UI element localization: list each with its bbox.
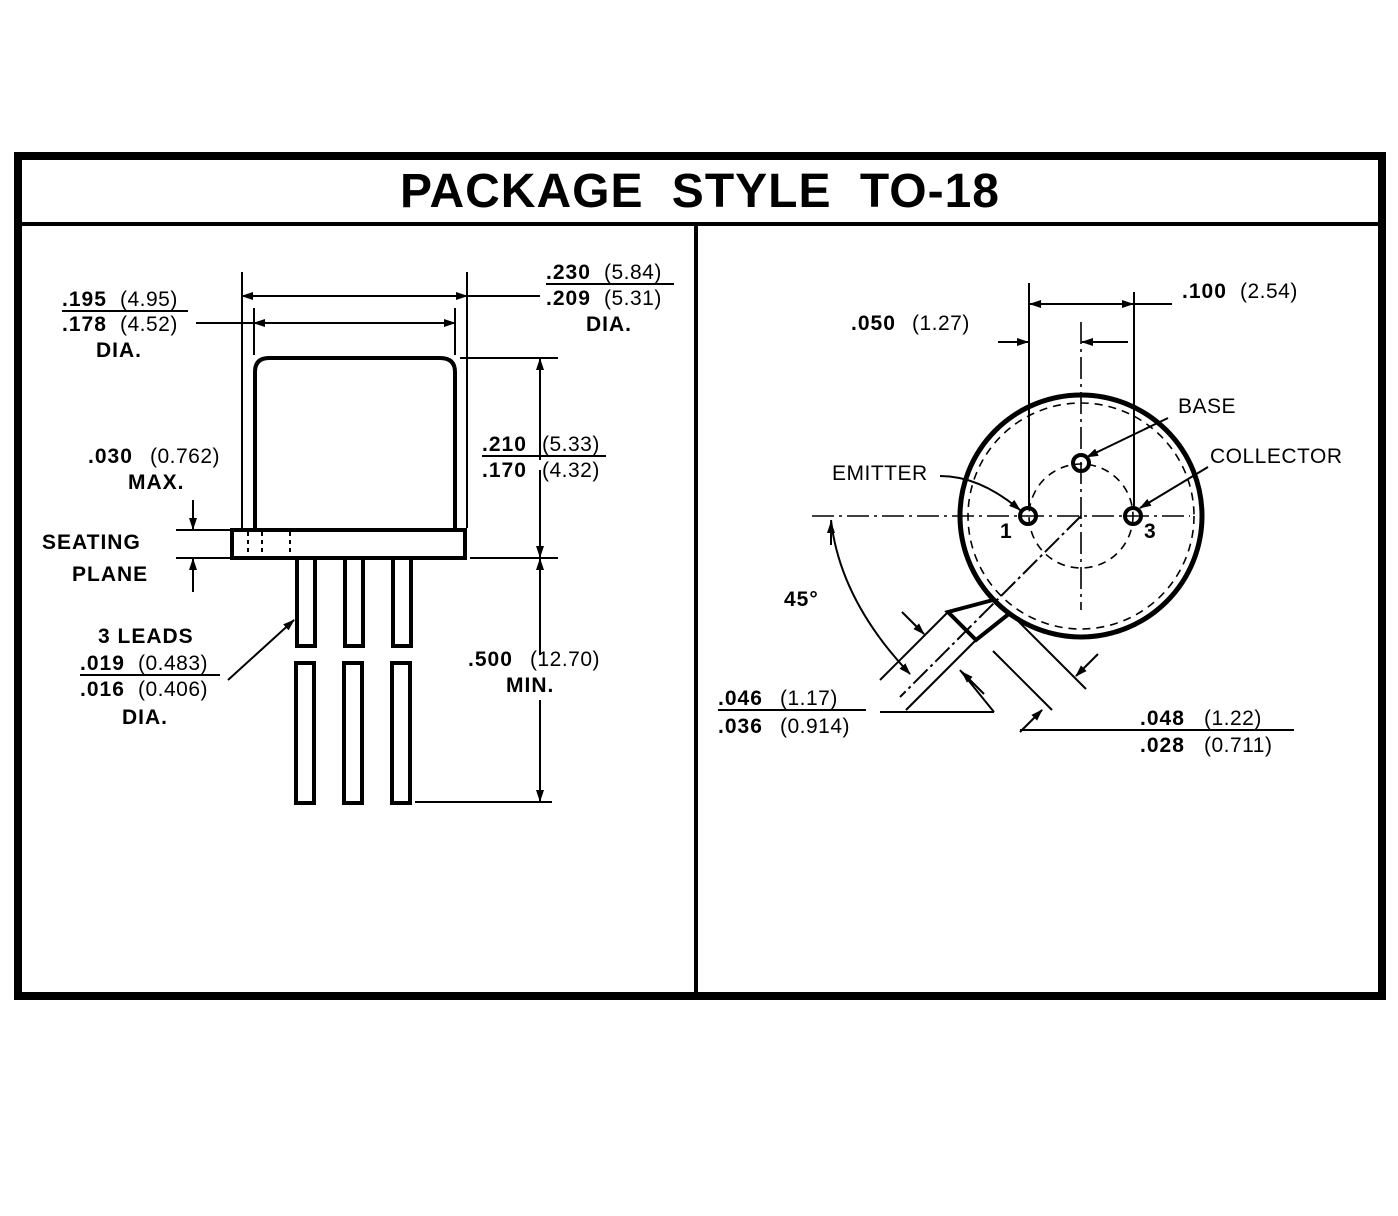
orientation-tab [944,598,1012,643]
half-spacing-value: .050 [851,312,896,335]
side-view-labels: .195 (4.95) .178 (4.52) DIA. .230 (5.84)… [42,261,674,729]
flange-dia-min-mm: (5.31) [604,287,662,310]
leads [294,556,413,805]
flange-dia-max-mm: (5.84) [604,261,662,284]
leads-dia-suffix: DIA. [122,706,168,729]
tab-width-min-mm: (0.914) [780,715,850,738]
side-view [176,272,558,805]
body-dia-min-mm: (4.52) [120,313,178,336]
cap-body [253,356,457,530]
tab-width-max-mm: (1.17) [780,687,838,710]
angle-label: 45° [784,588,819,611]
tab-length-min-mm: (0.711) [1204,734,1272,757]
bottom-view [812,283,1209,733]
bottom-view-labels: .100 (2.54) .050 (1.27) BASE EMITTER COL… [718,280,1342,757]
pin-emitter [1018,506,1038,526]
pin-3-number: 3 [1144,520,1157,543]
pin-spacing-mm: (2.54) [1240,280,1298,303]
flange-dia-min: .209 [546,287,591,310]
panel-divider [694,226,698,992]
tab-length-min: .028 [1140,734,1185,757]
title-bar: PACKAGE STYLE TO-18 [22,160,1378,226]
flange-thickness-mm: (0.762) [150,445,220,468]
leads-dia-min: .016 [80,678,125,701]
lead-length-mm: (12.70) [530,648,600,671]
height-max: .210 [482,433,527,456]
tab-length-max: .048 [1140,707,1185,730]
leads-dia-max: .019 [80,652,125,675]
flange [230,528,467,560]
height-min: .170 [482,459,527,482]
lead-length-value: .500 [468,648,513,671]
tab-width-max: .046 [718,687,763,710]
seating-label: SEATING [42,531,141,554]
pin-spacing-value: .100 [1182,280,1227,303]
height-max-mm: (5.33) [542,433,600,456]
height-min-mm: (4.32) [542,459,600,482]
half-spacing-mm: (1.27) [912,312,970,335]
plane-label: PLANE [72,563,148,586]
flange-dia-max: .230 [546,261,591,284]
leads-dia-max-mm: (0.483) [138,652,208,675]
flange-thickness-suffix: MAX. [128,471,185,494]
pin-base [1071,453,1091,473]
body-dia-max: .195 [62,288,107,311]
lead-length-suffix: MIN. [506,674,554,697]
leads-label: 3 LEADS [98,625,194,648]
body-dia-max-mm: (4.95) [120,288,178,311]
pin-collector [1123,506,1143,526]
tab-length-max-mm: (1.22) [1204,707,1262,730]
base-label: BASE [1178,395,1236,418]
drawing-frame: PACKAGE STYLE TO-18 [14,152,1386,1000]
page-title: PACKAGE STYLE TO-18 [400,164,1000,218]
pin-1-number: 1 [1000,520,1013,543]
leads-dia-min-mm: (0.406) [138,678,208,701]
flange-thickness-value: .030 [88,445,133,468]
collector-label: COLLECTOR [1210,445,1342,468]
body-dia-suffix: DIA. [96,339,142,362]
tab-width-min: .036 [718,715,763,738]
flange-dia-suffix: DIA. [586,313,632,336]
emitter-label: EMITTER [832,462,928,485]
body-dia-min: .178 [62,313,107,336]
